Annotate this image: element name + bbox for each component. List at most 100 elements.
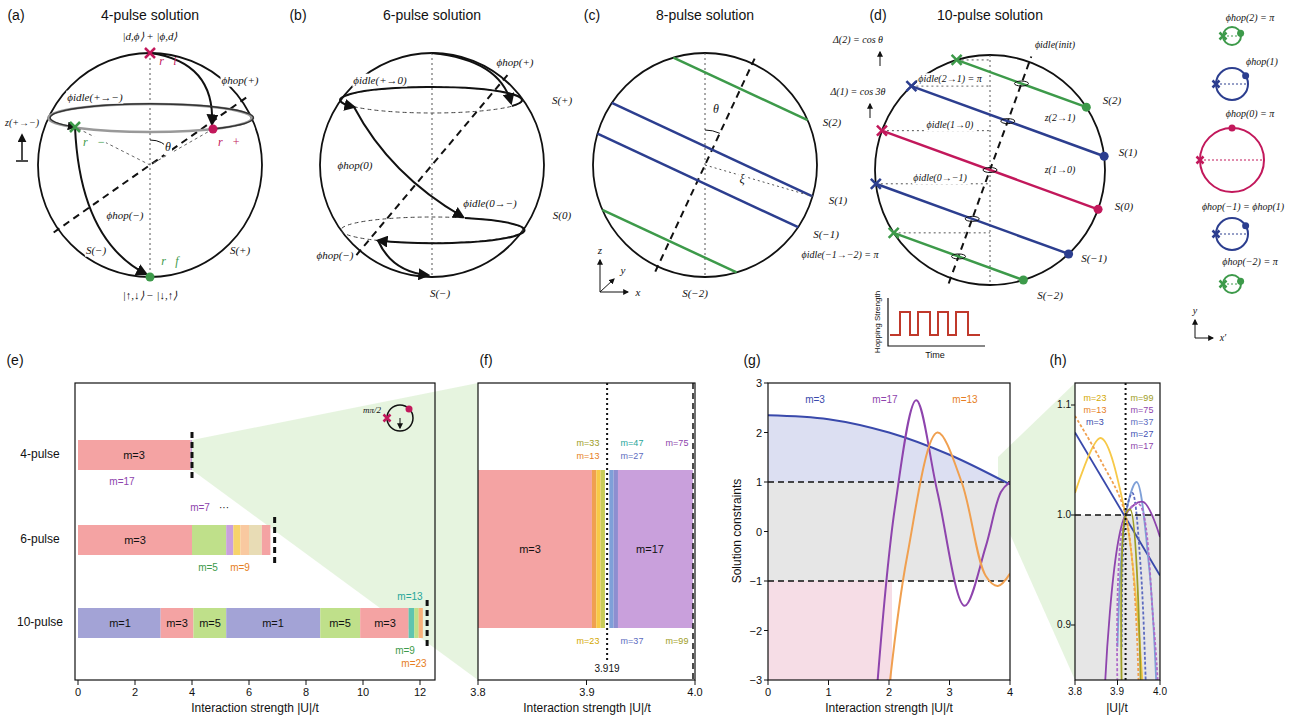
phase-bar: [592, 470, 596, 628]
figure-label: θ: [164, 141, 172, 155]
idle-path: [50, 104, 253, 129]
figure-label: m=23: [401, 658, 426, 670]
figure-label: r⃗−: [82, 136, 106, 150]
state-dot: [1094, 205, 1103, 214]
limit-line: [273, 517, 276, 563]
figure-label: Interaction strength |U|/t: [191, 702, 319, 716]
figure-label: m=75: [666, 438, 689, 448]
inset-axes: [888, 298, 985, 346]
figure-label: −1: [749, 575, 762, 588]
hop-circle: [1216, 218, 1248, 250]
phase-bar: [596, 470, 600, 628]
figure-label: 10: [357, 686, 369, 699]
bound-line: [768, 580, 1010, 582]
figure-label: 4: [189, 686, 195, 699]
figure-label: ϕidle(2→1) = π: [917, 73, 983, 85]
tick: [1117, 680, 1118, 685]
tick: [1075, 680, 1076, 685]
tick: [1160, 680, 1161, 685]
axis-arrow: [600, 260, 601, 292]
constraint-curve: [889, 432, 1010, 680]
figure-label: ϕhop(−): [106, 209, 145, 222]
constraint-curve: [877, 400, 1010, 680]
figure-label: (f): [479, 352, 492, 368]
hop-circle: [1216, 68, 1248, 100]
tick: [192, 680, 193, 685]
constraint-curve: [1105, 502, 1160, 680]
phase-bar: [226, 608, 320, 638]
figure-label: (h): [1049, 352, 1066, 368]
figure-label: ϕidle(0→−): [462, 197, 517, 210]
bloch-sphere: [38, 53, 262, 277]
figure-label: |U|/t: [1106, 702, 1128, 716]
phase-bar: [193, 608, 226, 638]
figure-label: m=5: [198, 562, 218, 574]
figure-label: m=13: [1083, 405, 1108, 415]
state-dot: [1100, 152, 1109, 161]
figure-label: m=9: [230, 562, 250, 574]
phase-bar: [78, 440, 191, 470]
phase-bar: [609, 470, 613, 628]
tick: [889, 680, 890, 685]
figure-label: Interaction strength |U|/t: [523, 702, 651, 716]
phase-bar: [419, 608, 423, 638]
figure-label: −2: [749, 624, 762, 637]
figure-label: 3.919: [594, 663, 619, 675]
figure-label: m=9: [395, 645, 415, 657]
figure-label: 0: [765, 686, 771, 699]
tick: [764, 482, 768, 483]
figure-label: z(2→1): [1044, 112, 1077, 124]
figure-label: 3.9: [1110, 686, 1124, 698]
tick: [478, 680, 479, 685]
figure-label: (e): [6, 352, 23, 368]
phase-bar: [320, 608, 360, 638]
plot-frame: [768, 383, 1010, 680]
state-dot: [406, 406, 413, 413]
figure-label: m=3: [374, 617, 396, 630]
figure-label: m=17: [636, 543, 664, 556]
bloch-sphere: [593, 53, 817, 277]
tick: [828, 680, 829, 685]
figure-label: z(1→0): [1044, 164, 1077, 176]
constraint-curve: [1121, 509, 1141, 680]
state-dot: [1242, 222, 1249, 229]
figure-label: S(0): [1114, 200, 1134, 213]
state-dot: [1242, 72, 1249, 79]
plot-frame: [1075, 383, 1160, 680]
z-tick: [16, 160, 28, 162]
guide-line: [1223, 284, 1241, 285]
figure-label: S(−1): [813, 228, 839, 241]
figure-label: mπ/2: [363, 405, 381, 415]
figure-label: ϕhop(+): [221, 74, 260, 87]
bloch-sphere: [320, 53, 544, 277]
figure-label: m=13: [951, 394, 978, 406]
phase-bar: [78, 525, 192, 555]
figure-label: m=13: [397, 591, 422, 603]
figure-label: m=5: [199, 617, 221, 630]
figure-label: 0.9: [1057, 619, 1071, 631]
figure-label: 1: [756, 476, 762, 489]
tick: [249, 680, 250, 685]
plane-chord: [673, 58, 807, 121]
tick: [764, 581, 768, 582]
figure-label: |↑,↓⟩ − |↓,↑⟩: [123, 289, 177, 302]
hop-circle: [1223, 275, 1241, 293]
figure-label: ···: [219, 502, 229, 514]
guide-line: [705, 165, 813, 196]
z-arrow: [21, 135, 23, 160]
bound-line: [768, 481, 1010, 483]
rotation-axis: [54, 98, 247, 233]
tick: [768, 680, 769, 685]
tick: [420, 680, 421, 685]
tick: [764, 680, 768, 681]
plot-frame: [75, 383, 435, 680]
figure-label: 10-pulse: [17, 616, 63, 630]
figure-label: θ: [712, 103, 720, 117]
figure-label: r⃗f: [160, 255, 179, 269]
figure-label: m=23: [1083, 393, 1108, 403]
constraint-curve: [768, 415, 1010, 484]
figure-label: m=3: [1085, 417, 1105, 427]
tick: [363, 680, 364, 685]
rotation-marker: [952, 254, 966, 259]
